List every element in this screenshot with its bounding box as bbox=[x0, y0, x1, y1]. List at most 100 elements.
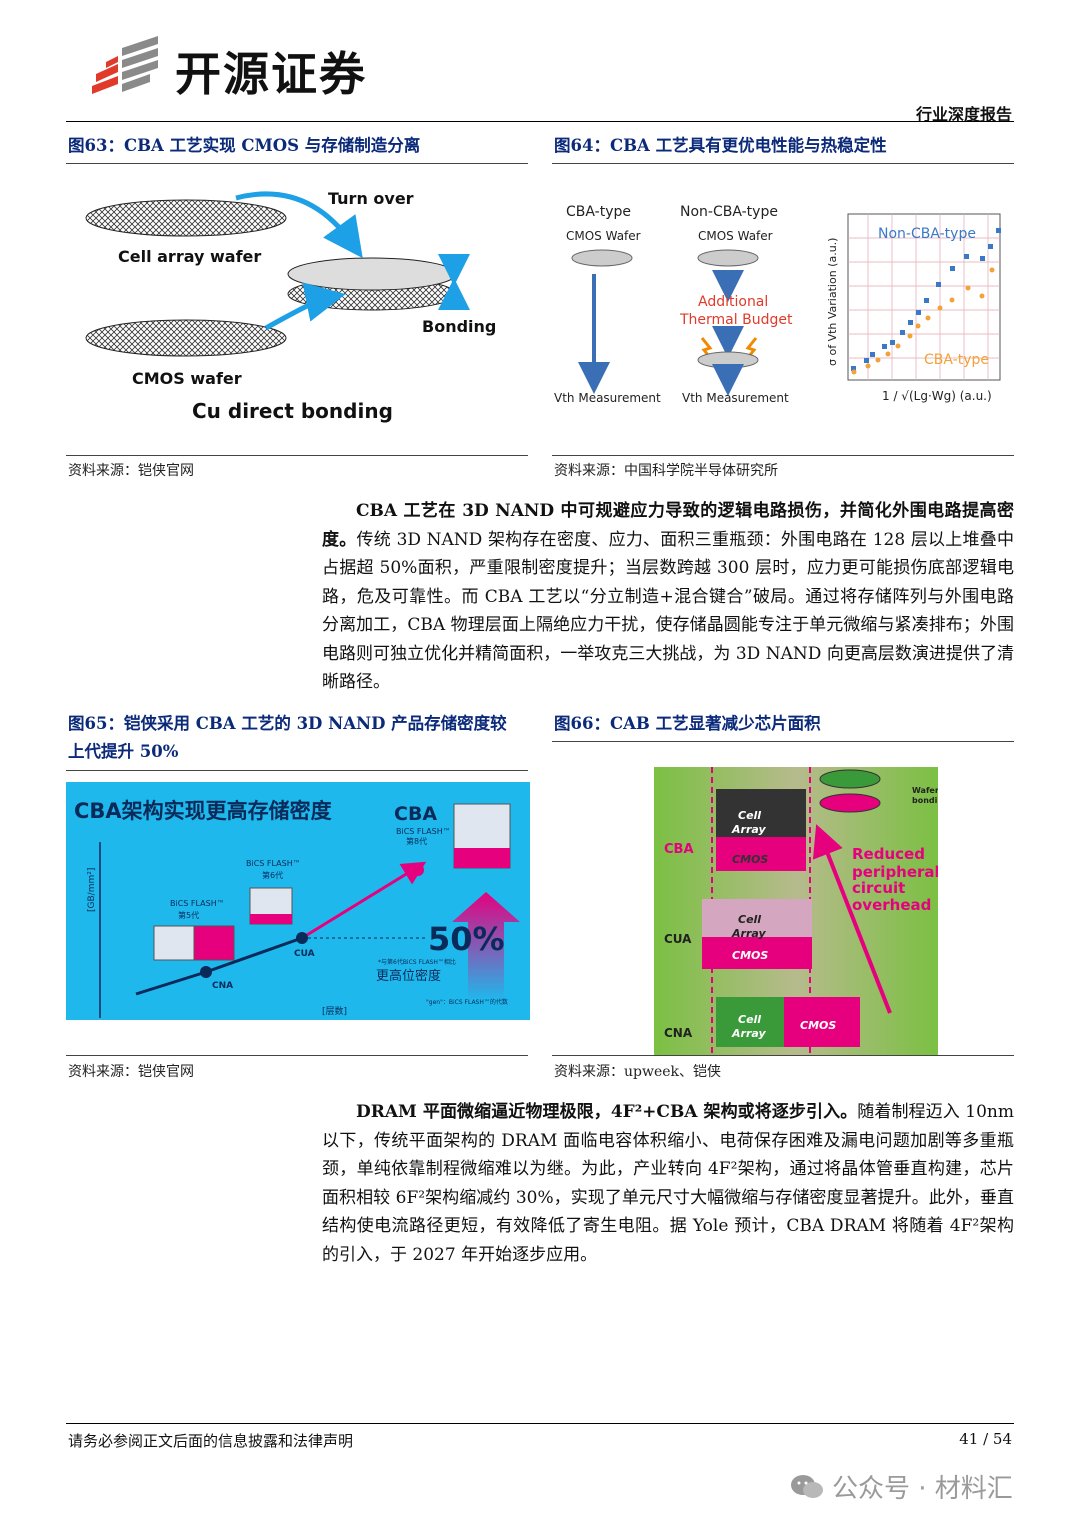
reduced-4: overhead bbox=[852, 896, 931, 914]
fig64-source: 资料来源：中国科学院半导体研究所 bbox=[554, 463, 778, 479]
turnover-arrow bbox=[235, 191, 363, 259]
cba-cmos-label: CMOS bbox=[732, 853, 768, 866]
fig64-top-rule bbox=[552, 163, 1014, 164]
x-axis-label: 1 / √(Lg·Wg) (a.u.) bbox=[882, 389, 992, 403]
cna-point bbox=[200, 966, 212, 978]
fig65-caption-2: 上代提升 50% bbox=[68, 742, 179, 761]
note-label: *与第6代BiCS FLASH™相比 bbox=[378, 958, 456, 966]
cua-point bbox=[296, 932, 308, 944]
page-number: 41 / 54 bbox=[959, 1430, 1012, 1448]
cmos-wafer-ellipse bbox=[85, 319, 287, 357]
watermark-text: 公众号 · 材料汇 bbox=[832, 1474, 1013, 1504]
cba-point bbox=[412, 864, 424, 876]
wafer-bonding-1: Wafer bbox=[912, 786, 938, 795]
bics8-chip-icon bbox=[453, 803, 511, 869]
gen-note-label: "gen"：BiCS FLASH™的代数 bbox=[426, 998, 508, 1006]
pct-label: 50% bbox=[428, 920, 505, 958]
cba-row-label: CBA bbox=[664, 842, 694, 857]
cba-points bbox=[851, 267, 995, 375]
reduced-2: peripheral bbox=[852, 863, 938, 881]
fig66-top-rule bbox=[552, 741, 1014, 742]
fig65-top-rule bbox=[66, 770, 528, 771]
wechat-icon bbox=[790, 1473, 824, 1501]
cua-cell-label: Cell bbox=[738, 913, 761, 926]
footer-rule bbox=[66, 1423, 1014, 1424]
plot-grid bbox=[848, 214, 1000, 380]
cua-cmos-label: CMOS bbox=[732, 949, 768, 962]
cell-array-label: Cell array wafer bbox=[118, 247, 261, 266]
bond-arrow bbox=[264, 282, 346, 331]
trend-line-1 bbox=[135, 970, 207, 996]
paragraph-dram-body: 随着制程迈入 10nm 以下，传统平面架构的 DRAM 面临电容体积缩小、电荷保… bbox=[322, 1102, 1014, 1265]
turn-over-label: Turn over bbox=[328, 189, 414, 208]
wafer-top bbox=[819, 769, 881, 789]
bics6-chip-icon bbox=[249, 887, 293, 925]
cna-cmos-label: CMOS bbox=[800, 1019, 836, 1032]
cua-array-label: Array bbox=[731, 927, 766, 940]
bics8-gen: 第8代 bbox=[406, 836, 427, 846]
y-axis-label: σ of Vth Variation (a.u.) bbox=[826, 238, 839, 366]
cna-array-label: Array bbox=[731, 1027, 766, 1040]
paragraph-cba-lead: CBA 工艺在 3D NAND 中可规避应力导致的逻辑电路损伤，并简化外围电路提… bbox=[322, 501, 1014, 550]
fig65-source: 资料来源：铠侠官网 bbox=[68, 1064, 194, 1080]
reduced-arrow bbox=[812, 824, 892, 1014]
reduced-1: Reduced bbox=[852, 845, 925, 863]
fig64-figure: CBA-type CMOS Wafer Vth Measurement Non-… bbox=[552, 170, 1014, 450]
trend-line-3 bbox=[301, 861, 427, 940]
bics6-label: BiCS FLASH™ bbox=[246, 859, 301, 868]
fig65-caption-1: 图65：铠侠采用 CBA 工艺的 3D NAND 产品存储密度较 bbox=[68, 714, 507, 733]
brand-name: 开源证券 bbox=[175, 47, 367, 101]
brand-logo bbox=[88, 34, 168, 98]
cmos-wafer-1: CMOS Wafer bbox=[566, 229, 641, 243]
reduced-3: circuit bbox=[852, 879, 905, 897]
cna-stack: Cell Array CMOS bbox=[716, 997, 860, 1047]
fig64-caption: 图64：CBA 工艺具有更优电性能与热稳定性 bbox=[554, 136, 887, 155]
paragraph-cba-3dnand: CBA 工艺在 3D NAND 中可规避应力导致的逻辑电路损伤，并简化外围电路提… bbox=[322, 497, 1014, 697]
cba-array-label: Array bbox=[731, 823, 766, 836]
fig65-figure: CBA架构实现更高存储密度 [GB/mm²] [层数] CNA CUA BiCS… bbox=[66, 782, 530, 1020]
bics5-chip-icon bbox=[153, 925, 235, 961]
cua-row-label: CUA bbox=[664, 932, 692, 946]
cell-wafer-ellipse bbox=[85, 199, 287, 237]
vth-scatter-plot: Non-CBA-type CBA-type σ of Vth Variation… bbox=[826, 213, 1001, 403]
density-up-arrow bbox=[452, 892, 520, 1000]
fig63-caption: 图63：CBA 工艺实现 CMOS 与存储制造分离 bbox=[68, 136, 421, 155]
vth-1: Vth Measurement bbox=[554, 391, 661, 405]
plot-non-cba-label: Non-CBA-type bbox=[878, 226, 976, 242]
y-axis-unit: [GB/mm²] bbox=[87, 868, 97, 912]
fig63-bottom-rule bbox=[66, 455, 528, 456]
paragraph-dram-lead: DRAM 平面微缩逼近物理极限，4F²+CBA 架构或将逐步引入。 bbox=[356, 1102, 858, 1122]
thermal-1: Additional bbox=[698, 294, 768, 310]
cna-label: CNA bbox=[212, 981, 233, 991]
wafer-bonding-2: bonding bbox=[912, 796, 938, 805]
cmos-wafer-2: CMOS Wafer bbox=[698, 229, 773, 243]
fig66-source: 资料来源：upweek、铠侠 bbox=[554, 1064, 722, 1080]
noncba-wafer-2 bbox=[697, 351, 759, 369]
fig65-bottom-rule bbox=[66, 1055, 528, 1056]
cu-bonding-label: Cu direct bonding bbox=[192, 399, 393, 423]
higher-density-label: 更高位密度 bbox=[376, 968, 441, 984]
paragraph-cba-body: 传统 3D NAND 架构存在密度、应力、面积三重瓶颈：外围电路在 128 层以… bbox=[322, 529, 1014, 693]
cua-stack: Cell Array CMOS bbox=[702, 899, 812, 969]
bics6-gen: 第6代 bbox=[262, 870, 283, 880]
bonding-label: Bonding bbox=[422, 317, 496, 336]
bonded-wafer-top bbox=[287, 257, 457, 291]
cmos-wafer-label: CMOS wafer bbox=[132, 369, 242, 388]
noncba-wafer-1 bbox=[697, 249, 759, 267]
cna-row-label: CNA bbox=[664, 1026, 693, 1040]
fig66-caption: 图66：CAB 工艺显著减少芯片面积 bbox=[554, 714, 821, 733]
footer-disclaimer: 请务必参阅正文后面的信息披露和法律声明 bbox=[68, 1432, 354, 1450]
watermark: 公众号 · 材料汇 bbox=[790, 1468, 1013, 1505]
fig64-bottom-rule bbox=[552, 455, 1014, 456]
non-cba-type-label: Non-CBA-type bbox=[680, 204, 778, 220]
cba-cell-label: Cell bbox=[738, 809, 761, 822]
bics5-gen: 第5代 bbox=[178, 910, 199, 920]
paragraph-dram-4f2: DRAM 平面微缩逼近物理极限，4F²+CBA 架构或将逐步引入。随着制程迈入 … bbox=[322, 1098, 1014, 1269]
cba-type-label: CBA-type bbox=[566, 204, 631, 220]
cua-label: CUA bbox=[294, 949, 315, 959]
bics5-label: BiCS FLASH™ bbox=[170, 899, 225, 908]
cna-cell-label: Cell bbox=[738, 1013, 761, 1026]
fig66-figure: CBA CUA CNA Cell Array CMOS Cell Array C… bbox=[654, 767, 938, 1055]
report-type-tag: 行业深度报告 bbox=[915, 105, 1012, 124]
cba-wafer bbox=[571, 249, 633, 267]
